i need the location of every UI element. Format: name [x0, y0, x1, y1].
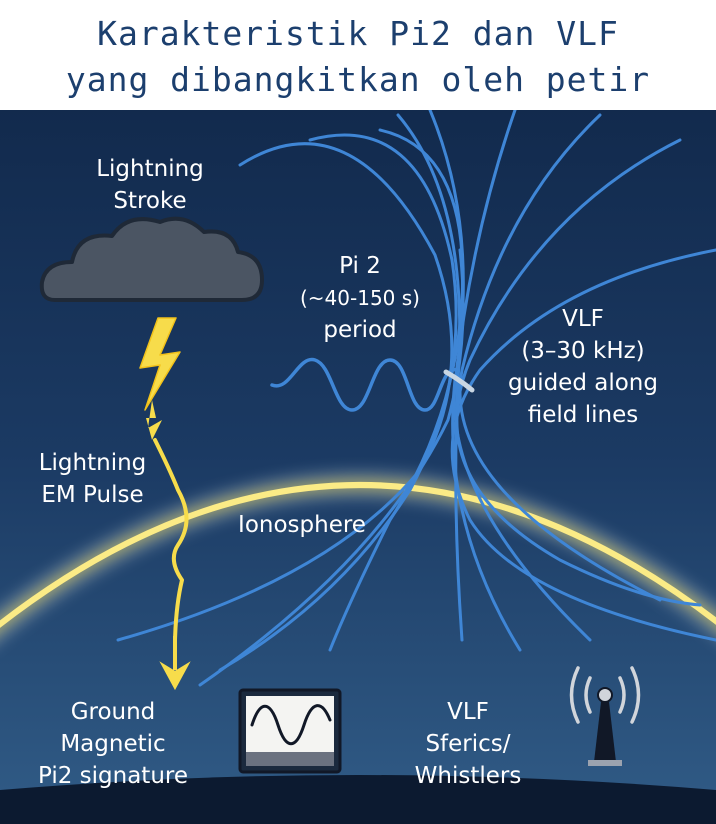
field-line	[458, 113, 662, 602]
wave-coupling-mark	[443, 369, 475, 393]
label-line: guided along	[508, 370, 658, 396]
field-line	[450, 248, 716, 642]
label-line: EM Pulse	[41, 482, 144, 508]
ground-magnetic-label: Ground Magnetic Pi2 signature	[28, 696, 198, 792]
label-line: Lightning	[38, 450, 147, 476]
radio-antenna-icon	[569, 666, 641, 766]
label-line: (3–30 kHz)	[521, 338, 645, 364]
label-line: period	[323, 317, 397, 343]
vlf-sferics-label: VLF Sferics/ Whistlers	[408, 696, 528, 792]
label-line: Stroke	[113, 188, 187, 214]
field-line	[198, 248, 465, 687]
field-line	[328, 128, 465, 652]
vlf-guided-label: VLF (3–30 kHz) guided along field lines	[493, 303, 673, 431]
label-line: VLF	[562, 306, 604, 332]
label-line: Pi 2	[339, 253, 381, 279]
label-line: Sferics/	[425, 731, 511, 757]
ionosphere-arc	[0, 482, 716, 629]
label-line: Ground	[70, 699, 156, 725]
pi2-label: Pi 2 (~40-150 s) period	[290, 250, 430, 346]
title-banner	[0, 0, 716, 110]
title-line-1: Karakteristik Pi2 dan VLF	[97, 14, 619, 53]
field-line	[455, 138, 702, 607]
magnetic-field-lines	[116, 108, 716, 687]
label-line: VLF	[447, 699, 489, 725]
label-line: (~40-150 s)	[300, 286, 420, 310]
ground-horizon	[0, 775, 716, 824]
magnetometer-screen-icon	[238, 688, 342, 774]
label-line: Pi2 signature	[37, 763, 189, 789]
lightning-discharge-path	[153, 438, 191, 691]
label-line: Whistlers	[414, 763, 522, 789]
title-line-2: yang dibangkitkan oleh petir	[65, 60, 651, 99]
lightning-em-pulse-label: Lightning EM Pulse	[20, 447, 165, 511]
ionosphere-label: Ionosphere	[238, 512, 366, 538]
storm-cloud-icon	[39, 216, 264, 302]
pi2-wave	[270, 358, 460, 412]
label-line: Magnetic	[60, 731, 166, 757]
label-line: Lightning	[96, 156, 204, 182]
lightning-bolt-icon	[139, 317, 181, 440]
label-line: field lines	[527, 402, 639, 428]
lightning-stroke-label: Lightning Stroke	[85, 153, 215, 217]
